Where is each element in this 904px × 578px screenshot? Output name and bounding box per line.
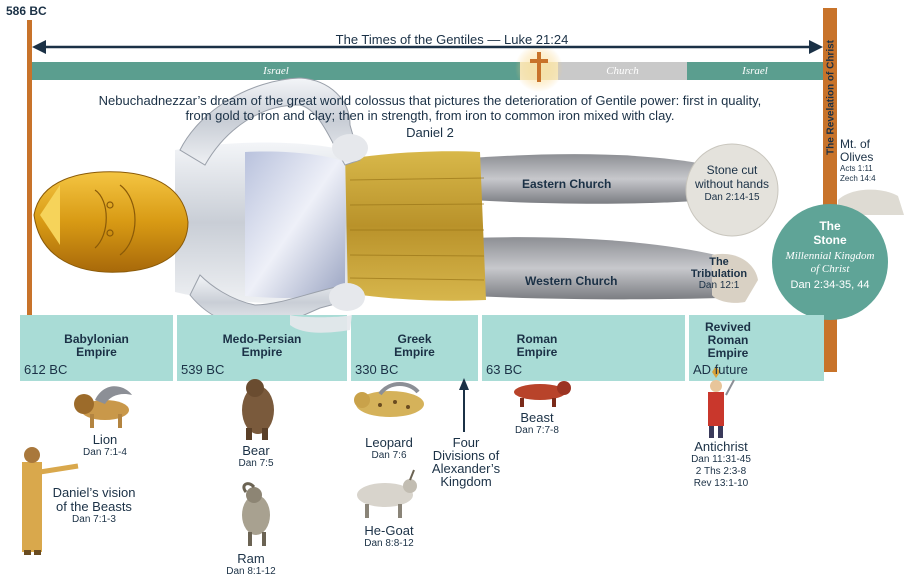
ram-label: Ram [216, 552, 286, 566]
four-divisions-label: Four Divisions of Alexander’s Kingdom [424, 436, 508, 488]
stone-cut-ref: Dan 2:14-15 [694, 191, 770, 205]
bear-ref: Dan 7:5 [221, 458, 291, 470]
empire-greek-name-2: Empire [351, 346, 478, 359]
beast-label: Beast [502, 411, 572, 425]
lion-label: Lion [70, 433, 140, 447]
description-line-2: from gold to iron and clay; then in stre… [40, 108, 820, 123]
empire-medo-persian: Medo-Persian Empire 539 BC [177, 315, 347, 381]
empire-roman: Roman Empire 63 BC [482, 315, 592, 381]
bear-caption: Bear Dan 7:5 [221, 444, 291, 470]
empire-medo-persian-date: 539 BC [181, 362, 224, 377]
he-goat-ref: Dan 8:8-12 [354, 538, 424, 550]
daniel-vision-ref: Dan 7:1-3 [44, 514, 144, 526]
era-label-israel-2: Israel [687, 62, 823, 80]
revelation-label: The Revelation of Christ [826, 23, 837, 173]
daniel-vision-label: Daniel’s vision of the Beasts Dan 7:1-3 [44, 486, 144, 526]
empire-roman-date: 63 BC [486, 362, 522, 377]
empire-greek: Greek Empire 330 BC [351, 315, 478, 381]
cross-icon [537, 52, 541, 82]
the-stone-line-2: Stone [772, 233, 888, 247]
stone-cut-title: Stone cut [694, 163, 770, 177]
the-stone-kingdom-2: of Christ [772, 263, 888, 276]
western-church-label: Western Church [525, 274, 617, 288]
mount-olives-title-2: Olives [840, 151, 904, 164]
empire-revived-roman-name-3: Empire [689, 347, 767, 360]
statue-lower-leg [470, 237, 720, 299]
era-label-church: Church [558, 62, 687, 80]
he-goat-caption: He-Goat Dan 8:8-12 [354, 524, 424, 550]
tribulation-line-2: Tribulation [684, 268, 754, 280]
daniel-vision-line-1: Daniel’s vision [44, 486, 144, 500]
antichrist-caption: Antichrist Dan 11:31-45 2 Ths 2:3-8 Rev … [676, 440, 766, 490]
tribulation-ref: Dan 12:1 [684, 280, 754, 292]
bear-label: Bear [221, 444, 291, 458]
the-stone-ref: Dan 2:34-35, 44 [772, 278, 888, 292]
four-divisions-line-4: Kingdom [424, 475, 508, 488]
empire-revived-roman: Revived Roman Empire AD future [689, 315, 767, 381]
description: Nebuchadnezzar’s dream of the great worl… [40, 93, 820, 140]
mount-olives-label: Mt. of Olives Acts 1:11 Zech 14:4 [840, 138, 904, 184]
antichrist-ref-1: Dan 11:31-45 [676, 454, 766, 466]
ram-caption: Ram Dan 8:1-12 [216, 552, 286, 578]
antichrist-ref-3: Rev 13:1-10 [676, 478, 766, 490]
ram-ref: Dan 8:1-12 [216, 566, 286, 578]
empire-babylonian-name-2: Empire [20, 346, 173, 359]
description-ref: Daniel 2 [40, 125, 820, 140]
lion-caption: Lion Dan 7:1-4 [70, 433, 140, 459]
span-title: The Times of the Gentiles — Luke 21:24 [0, 32, 904, 47]
tribulation-line-1: The [684, 256, 754, 268]
empire-babylonian: Babylonian Empire 612 BC [20, 315, 173, 381]
antichrist-ref-2: 2 Ths 2:3-8 [676, 466, 766, 478]
the-stone-line-1: The [772, 220, 888, 233]
empire-medo-persian-name-2: Empire [177, 346, 347, 359]
eastern-church-label: Eastern Church [522, 177, 611, 191]
bear-illustration [242, 379, 274, 440]
empire-roman-name-2: Empire [482, 346, 592, 359]
tribulation-label: The Tribulation Dan 12:1 [684, 256, 754, 292]
leopard-illustration [354, 384, 424, 417]
the-stone-label: The Stone Millennial Kingdom of Christ D… [772, 220, 888, 292]
beast-ref: Dan 7:7-8 [502, 425, 572, 437]
roman-beast-illustration [514, 381, 571, 407]
leopard-label: Leopard [354, 436, 424, 450]
antichrist-label: Antichrist [676, 440, 766, 454]
stone-cut-label: Stone cut without hands Dan 2:14-15 [694, 163, 770, 205]
mount-olives-ref-1: Acts 1:11 [840, 164, 904, 174]
lion-ref: Dan 7:1-4 [70, 447, 140, 459]
start-date-label: 586 BC [6, 4, 47, 18]
leopard-caption: Leopard Dan 7:6 [354, 436, 424, 462]
mount-olives-ref-2: Zech 14:4 [840, 174, 904, 184]
he-goat-label: He-Goat [354, 524, 424, 538]
stone-cut-title-2: without hands [694, 177, 770, 191]
beast-caption: Beast Dan 7:7-8 [502, 411, 572, 437]
empire-greek-date: 330 BC [355, 362, 398, 377]
lion-illustration [74, 386, 132, 428]
the-stone-kingdom-1: Millennial Kingdom [772, 250, 888, 263]
description-line-1: Nebuchadnezzar’s dream of the great worl… [40, 93, 820, 108]
empire-babylonian-date: 612 BC [24, 362, 67, 377]
ram-illustration [242, 484, 270, 546]
era-label-israel-1: Israel [32, 62, 520, 80]
leopard-ref: Dan 7:6 [354, 450, 424, 462]
he-goat-illustration [357, 470, 417, 518]
daniel-vision-line-2: of the Beasts [44, 500, 144, 514]
empire-revived-roman-date: AD future [693, 362, 748, 377]
